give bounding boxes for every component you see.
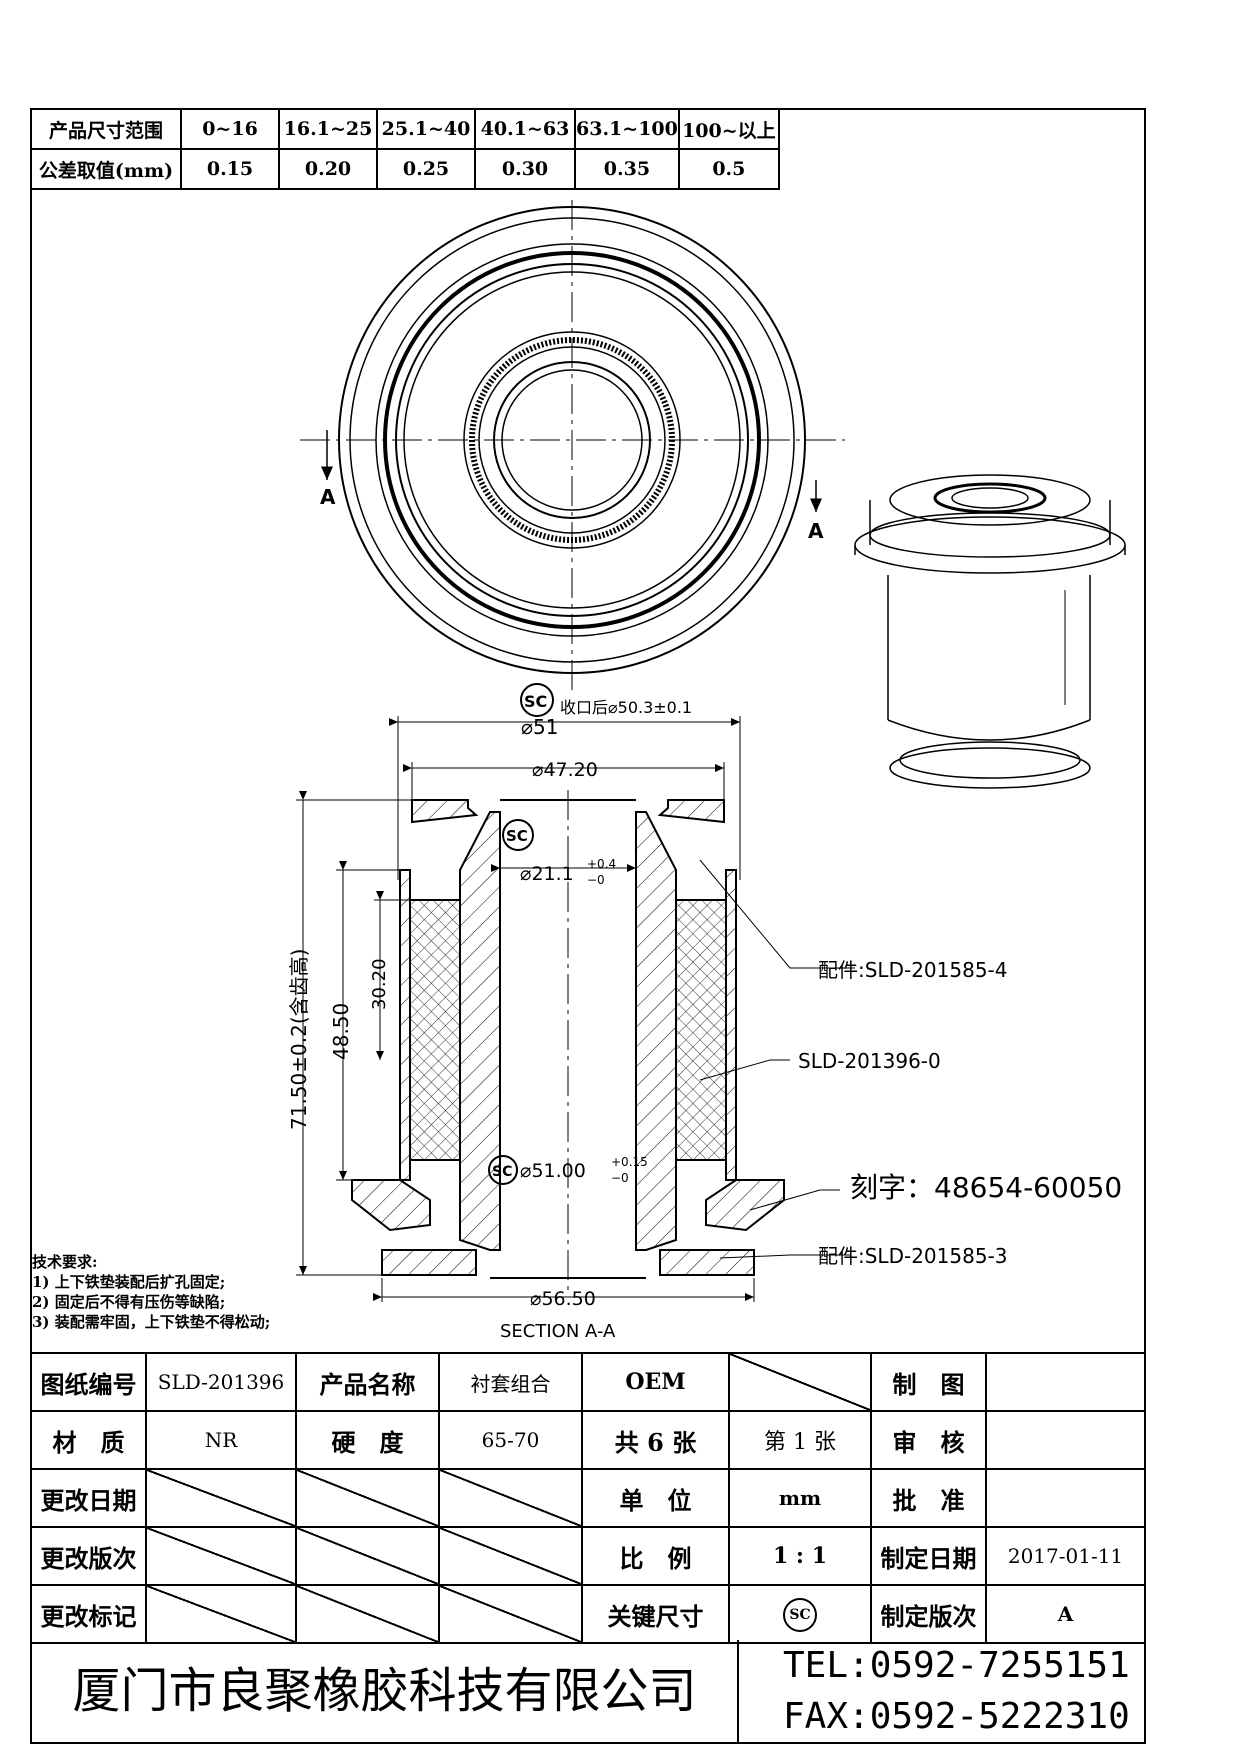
draw-label: 制 图 xyxy=(870,1352,987,1412)
dim-d51-fit-upper: +0.15 xyxy=(611,1155,648,1169)
tel: TEL:0592-7255151 xyxy=(783,1645,1130,1686)
review-label: 审 核 xyxy=(870,1410,987,1470)
unit: mm xyxy=(728,1468,872,1528)
range-cell: 63.1~100 xyxy=(574,108,680,150)
tolerance-cell: 0.5 xyxy=(677,148,780,190)
sc-text: SC xyxy=(524,692,547,711)
tolerance-cell: 0.15 xyxy=(180,148,280,190)
dim-d51-fit: ⌀51.00 xyxy=(520,1160,586,1182)
tech-requirements: 技术要求: 1) 上下铁垫装配后扩孔固定; 2) 固定后不得有压伤等缺陷; 3)… xyxy=(32,1252,270,1332)
scale-label: 比 例 xyxy=(581,1526,730,1586)
section-mark-left: A xyxy=(320,485,336,509)
sheets-total: 共 6 张 xyxy=(581,1410,730,1470)
range-cell: 16.1~25 xyxy=(278,108,378,150)
range-cell: 100~以上 xyxy=(677,108,780,150)
empty-cell xyxy=(295,1468,440,1528)
tolerance-value-label: 公差取值(mm) xyxy=(30,148,182,190)
material: NR xyxy=(145,1410,297,1470)
empty-cell xyxy=(295,1526,440,1586)
dim-h30: 30.20 xyxy=(369,958,390,1010)
change-ver-label: 更改版次 xyxy=(30,1526,147,1586)
customer: OEM xyxy=(581,1352,730,1412)
empty-cell xyxy=(438,1526,583,1586)
callout-engrave: 刻字：48654-60050 xyxy=(850,1171,1122,1204)
scale: 1 : 1 xyxy=(728,1526,872,1586)
draw-value xyxy=(985,1352,1146,1412)
approve-value xyxy=(985,1468,1146,1528)
section-title: SECTION A-A xyxy=(500,1321,616,1342)
sc-text: SC xyxy=(492,1164,512,1180)
tech-item: 2) 固定后不得有压伤等缺陷; xyxy=(32,1293,226,1311)
company-name: 厦门市良聚橡胶科技有限公司 xyxy=(32,1640,739,1742)
iso-view xyxy=(854,474,1126,789)
section-mark-right: A xyxy=(808,519,824,543)
empty-cell xyxy=(438,1468,583,1528)
issue-date-label: 制定日期 xyxy=(870,1526,987,1586)
hardness: 65-70 xyxy=(438,1410,583,1470)
dimensions xyxy=(296,716,855,1302)
unit-label: 单 位 xyxy=(581,1468,730,1528)
sheet-no: 第 1 张 xyxy=(728,1410,872,1470)
empty-cell xyxy=(438,1584,583,1644)
top-view: A A xyxy=(300,200,845,690)
tolerance-cell: 0.30 xyxy=(474,148,576,190)
dim-d51-fit-lower: −0 xyxy=(611,1171,629,1185)
empty-cell xyxy=(728,1352,872,1412)
tech-item: 1) 上下铁垫装配后扩孔固定; xyxy=(32,1273,226,1291)
version: A xyxy=(985,1584,1146,1644)
empty-cell xyxy=(145,1526,297,1586)
callout-part4: 配件:SLD-201585-4 xyxy=(818,958,1007,982)
key-dim-cell: SC xyxy=(728,1584,872,1644)
change-mark-label: 更改标记 xyxy=(30,1584,147,1644)
tech-item: 3) 装配需牢固，上下铁垫不得松动; xyxy=(32,1313,271,1331)
empty-cell xyxy=(145,1584,297,1644)
empty-cell xyxy=(145,1468,297,1528)
product-name: 衬套组合 xyxy=(438,1352,583,1412)
dim-d56: ⌀56.50 xyxy=(530,1288,596,1310)
change-date-label: 更改日期 xyxy=(30,1468,147,1528)
version-label: 制定版次 xyxy=(870,1584,987,1644)
dim-d21-upper: +0.4 xyxy=(587,857,616,871)
hardness-label: 硬 度 xyxy=(295,1410,440,1470)
drawing-no-label: 图纸编号 xyxy=(30,1352,147,1412)
tolerance-cell: 0.20 xyxy=(278,148,378,190)
callout-main: SLD-201396-0 xyxy=(798,1049,941,1073)
empty-cell xyxy=(295,1584,440,1644)
tech-heading: 技术要求: xyxy=(32,1253,98,1271)
contact-block: TEL:0592-7255151 FAX:0592-5222310 xyxy=(737,1640,1144,1742)
range-cell: 0~16 xyxy=(180,108,280,150)
tolerance-cell: 0.35 xyxy=(574,148,680,190)
sc-circle xyxy=(520,683,554,717)
callout-part3: 配件:SLD-201585-3 xyxy=(818,1244,1007,1268)
key-dim-label: 关键尺寸 xyxy=(581,1584,730,1644)
sc-symbol: SC xyxy=(783,1598,817,1632)
review-value xyxy=(985,1410,1146,1470)
dim-d21-lower: −0 xyxy=(587,873,605,887)
sc-circle xyxy=(502,819,534,851)
title-block: 图纸编号 SLD-201396 产品名称 衬套组合 OEM 制 图 材 质 NR… xyxy=(30,1352,1146,1644)
range-cell: 40.1~63 xyxy=(474,108,576,150)
crimp-note: 收口后⌀50.3±0.1 xyxy=(560,698,692,717)
dim-d21: ⌀21.1 xyxy=(520,863,574,885)
fax: FAX:0592-5222310 xyxy=(783,1696,1130,1737)
sc-circle xyxy=(488,1155,518,1185)
sc-text: SC xyxy=(506,827,528,845)
tolerance-cell: 0.25 xyxy=(376,148,476,190)
product-name-label: 产品名称 xyxy=(295,1352,440,1412)
approve-label: 批 准 xyxy=(870,1468,987,1528)
tolerance-table: 产品尺寸范围 0~16 16.1~25 25.1~40 40.1~63 63.1… xyxy=(30,108,780,190)
dim-h48: 48.50 xyxy=(329,1003,353,1060)
issue-date: 2017-01-11 xyxy=(985,1526,1146,1586)
material-label: 材 质 xyxy=(30,1410,147,1470)
dim-d51: ⌀51 xyxy=(521,715,559,739)
dim-d47: ⌀47.20 xyxy=(532,759,598,781)
drawing-no: SLD-201396 xyxy=(145,1352,297,1412)
range-cell: 25.1~40 xyxy=(376,108,476,150)
tolerance-range-label: 产品尺寸范围 xyxy=(30,108,182,150)
dim-h71: 71.50±0.2(含齿高) xyxy=(287,949,311,1130)
